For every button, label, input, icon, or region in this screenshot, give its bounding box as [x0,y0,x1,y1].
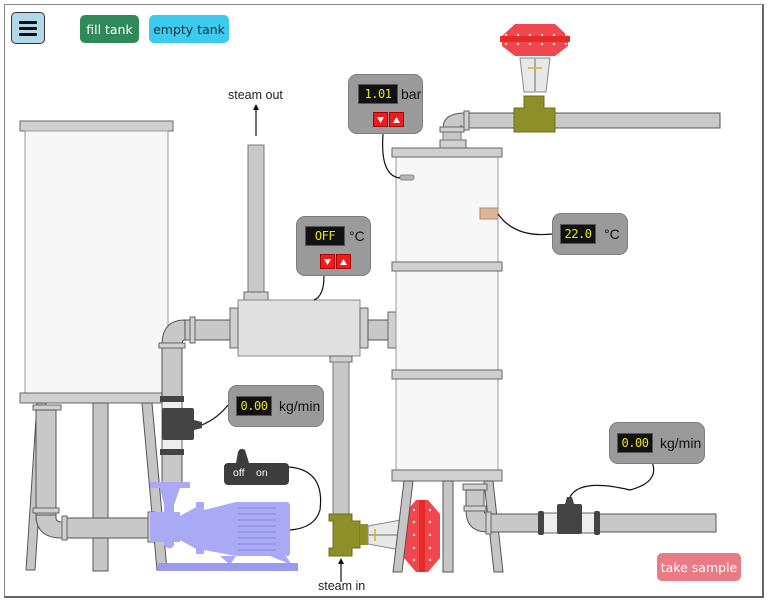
column-temp-display: 22.0 °C [552,213,628,255]
distillation-column [391,127,503,482]
feed-flow-readout: 0.00 [236,396,272,416]
overhead-pipe [439,110,721,133]
steam-out-label: steam out [228,88,283,102]
pressure-controller: 1.01 bar [348,74,423,134]
steam-out-arrow [253,104,259,136]
bottoms-pipe [462,483,717,535]
heat-exchanger [229,144,397,515]
steam-in-arrow [338,558,344,582]
steam-temp-readout: OFF [305,226,345,246]
bottoms-flow-unit: kg/min [660,435,702,451]
hamburger-menu-icon [19,21,37,24]
column-temp-readout: 22.0 [560,224,596,244]
pressure-unit: bar [401,86,422,102]
steam-temp-controller: OFF °C [296,216,371,276]
empty-tank-button[interactable]: empty tank [149,15,229,43]
overhead-control-valve [500,24,570,133]
pump-on-label[interactable]: on [256,467,268,479]
bottoms-flow-display: 0.00 kg/min [609,422,705,464]
bottoms-flow-wire [569,461,655,498]
arrow-up-icon [340,258,347,265]
steam-temp-unit: °C [349,228,365,244]
feed-flow-display: 0.00 kg/min [228,385,324,427]
hamburger-menu-icon-bar [19,33,37,36]
menu-button[interactable] [11,12,45,44]
pressure-wire [382,133,401,179]
pump-discharge-pipe [158,316,236,484]
feed-tank [19,120,174,404]
feed-flow-unit: kg/min [279,398,321,414]
arrow-down-icon [324,258,331,265]
steam-temp-down-button[interactable] [320,254,335,269]
pressure-down-button[interactable] [373,112,388,127]
steam-temp-wire [313,275,325,301]
arrow-up-icon [393,116,400,123]
bottoms-flow-readout: 0.00 [617,433,653,453]
switch-handle [236,448,249,463]
column-temp-wire [497,213,553,236]
feed-flow-wire [201,404,229,426]
take-sample-button[interactable]: take sample [657,553,741,581]
pump-switch-wire [288,466,322,531]
steam-in-label: steam in [318,579,366,593]
hamburger-menu-icon-bar [19,27,37,30]
fill-tank-button[interactable]: fill tank [80,15,139,43]
steam-temp-up-button[interactable] [336,254,351,269]
pump-switch[interactable]: off on [224,463,289,485]
pressure-up-button[interactable] [389,112,404,127]
arrow-down-icon [377,116,384,123]
column-temp-unit: °C [604,226,620,242]
pressure-readout: 1.01 [358,84,398,104]
pump-off-label[interactable]: off [233,467,245,479]
feed-pump [150,482,298,571]
tank-drain-pipe [32,404,156,543]
